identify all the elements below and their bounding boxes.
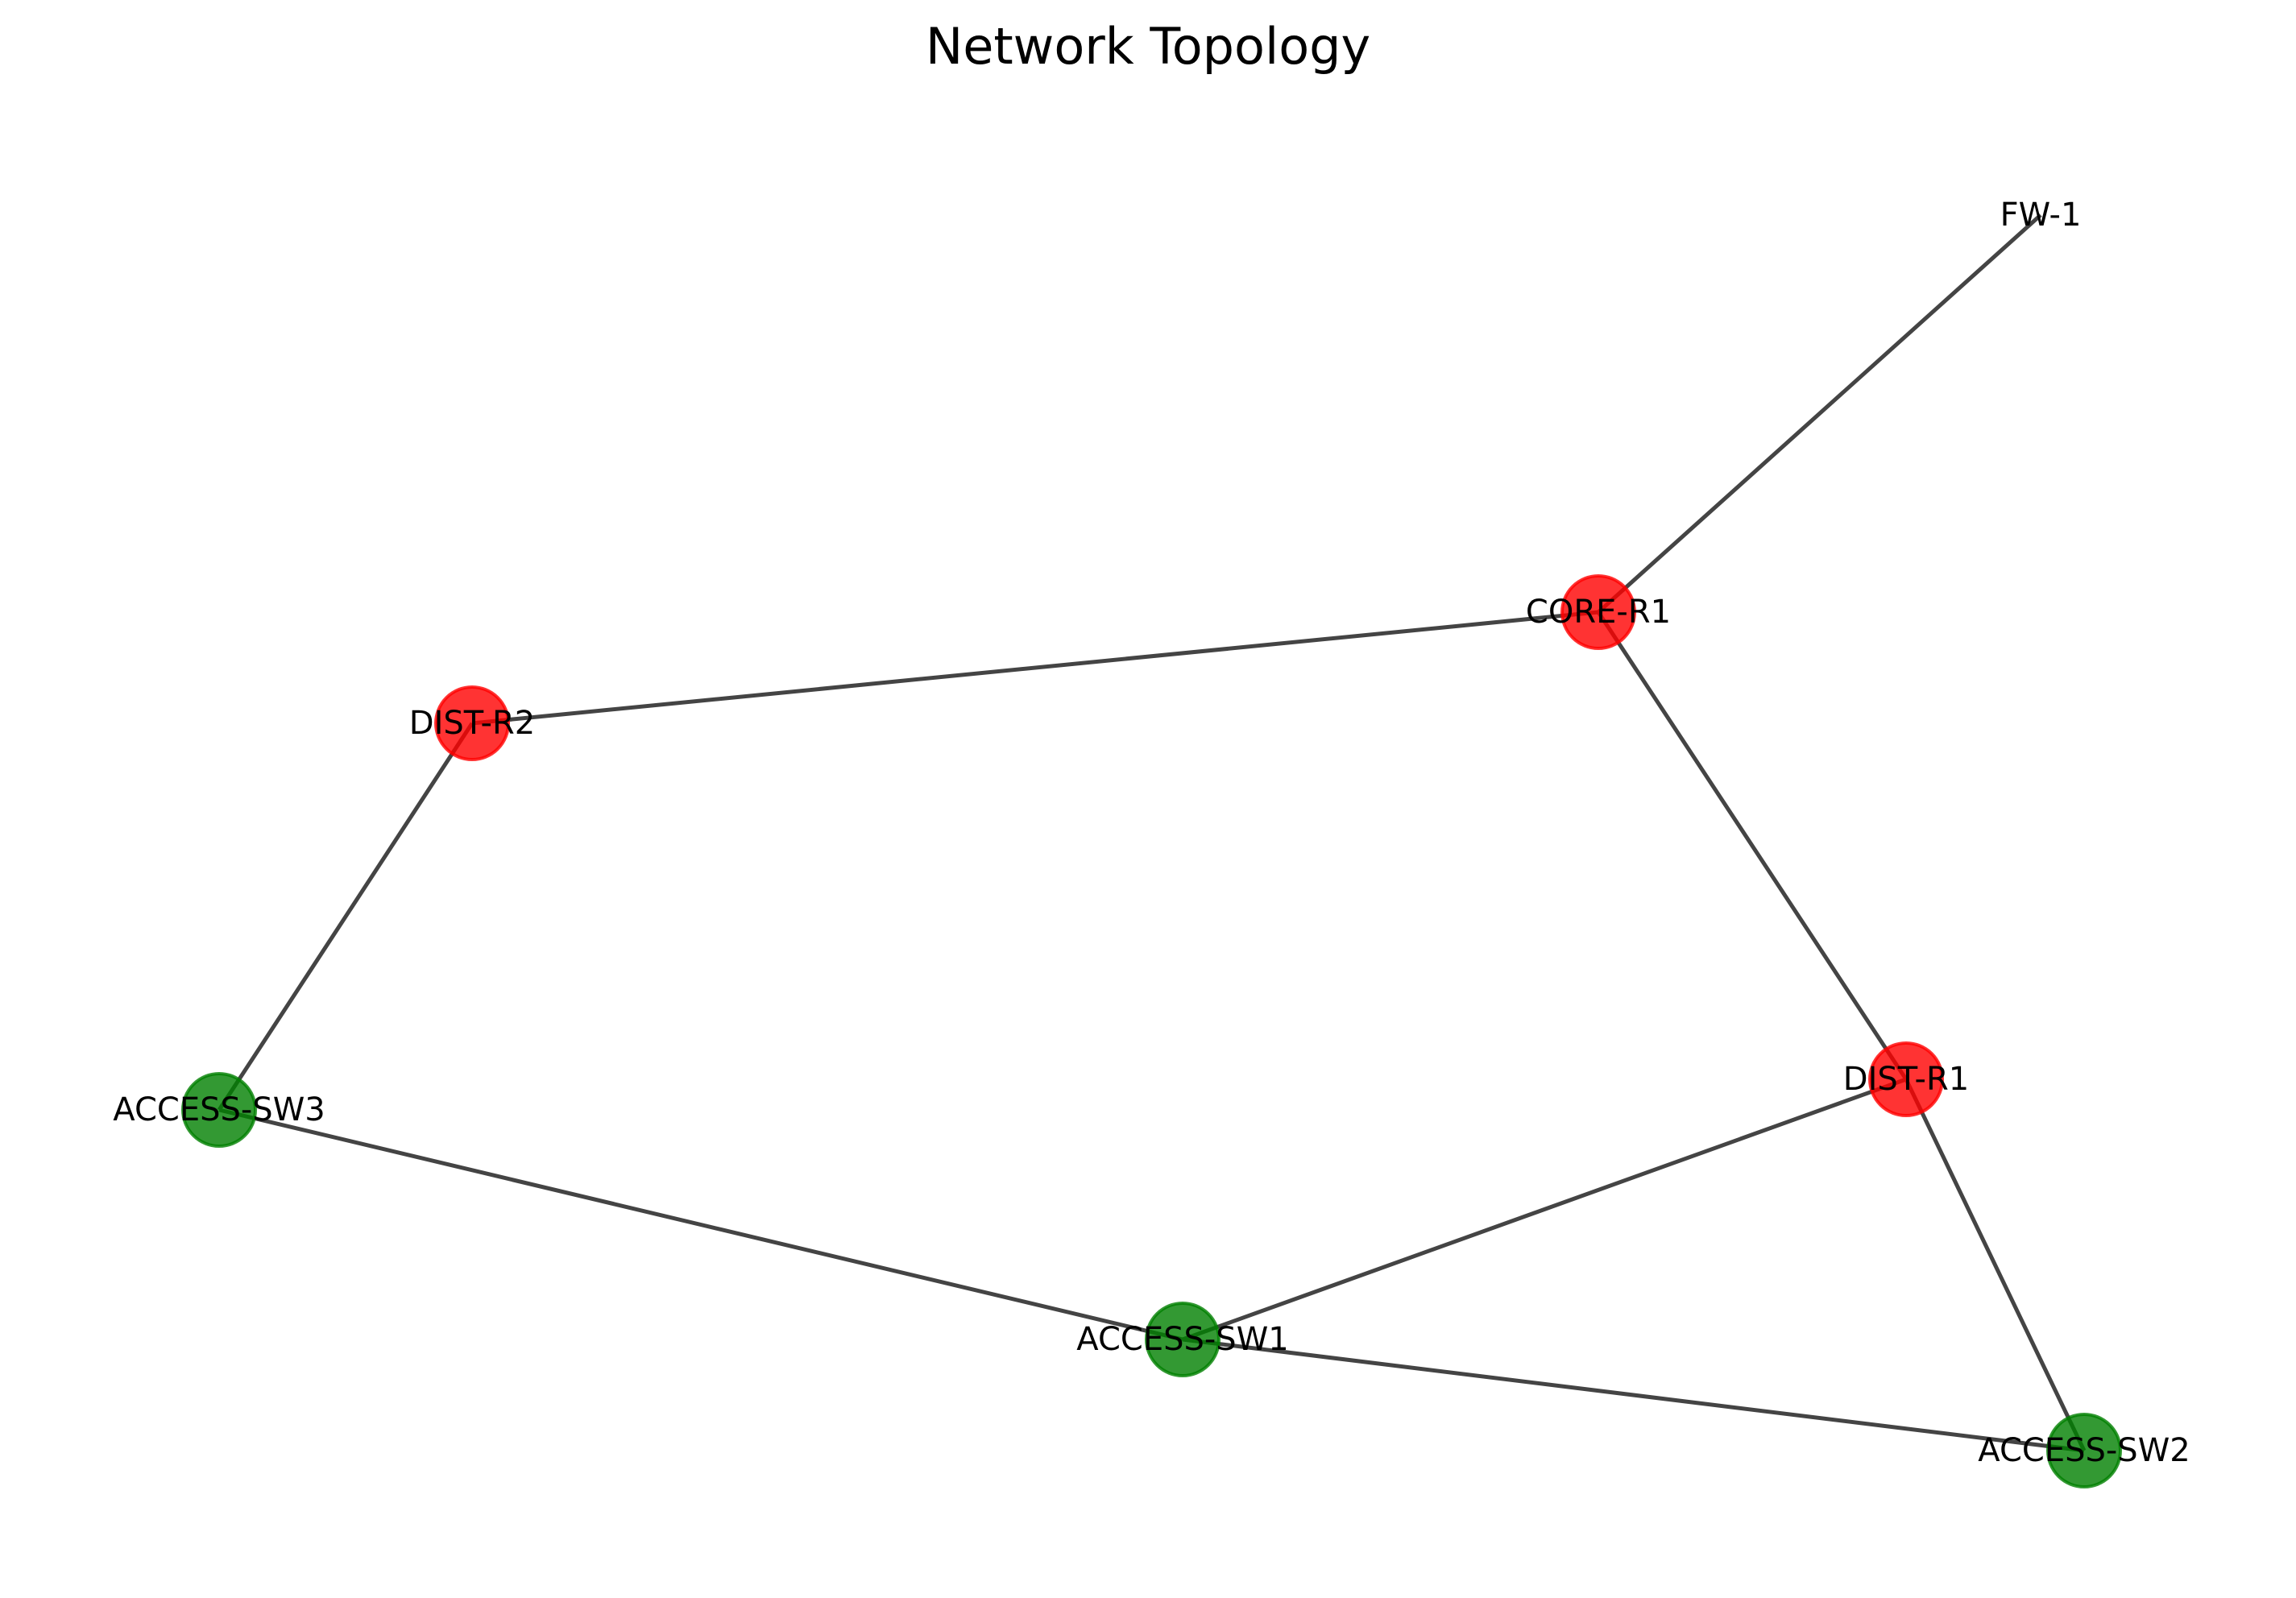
nodes-layer [181,574,2122,1488]
edge-access-sw3-access-sw1 [218,1107,1183,1342]
labels-layer: FW-1CORE-R1DIST-R2DIST-R1ACCESS-SW3ACCES… [113,197,2190,1469]
edge-dist-r2-access-sw3 [217,722,475,1112]
diagram-title: Network Topology [926,17,1370,76]
edge-core-r1-dist-r1 [1596,611,1908,1081]
edge-access-sw1-dist-r1 [1182,1077,1907,1342]
node-access-sw3 [181,1072,257,1148]
node-access-sw2 [2046,1413,2122,1488]
node-dist-r1 [1868,1041,1944,1117]
node-dist-r2 [434,685,510,761]
edge-fw-1-core-r1 [1597,213,2042,614]
node-label-fw-1: FW-1 [2000,197,2082,234]
node-label-dist-r1: DIST-R1 [1843,1061,1969,1098]
edges-layer [217,213,2087,1453]
node-label-core-r1: CORE-R1 [1526,594,1671,631]
node-access-sw1 [1145,1302,1221,1377]
edge-core-r1-dist-r2 [471,610,1599,726]
node-core-r1 [1560,574,1636,650]
edge-access-sw1-access-sw2 [1182,1337,2085,1453]
node-label-access-sw2: ACCESS-SW2 [1978,1432,2190,1469]
node-label-access-sw3: ACCESS-SW3 [113,1091,325,1128]
node-label-dist-r2: DIST-R2 [409,705,535,742]
node-label-access-sw1: ACCESS-SW1 [1076,1321,1288,1358]
edge-dist-r1-access-sw2 [1904,1078,2087,1452]
